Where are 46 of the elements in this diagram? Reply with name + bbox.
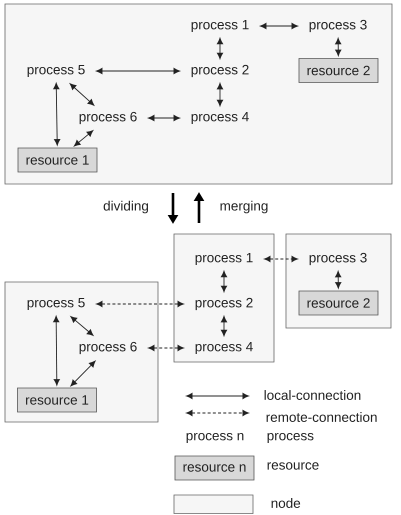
process-label: process 2	[196, 298, 253, 310]
arrow	[74, 130, 94, 146]
arrow	[70, 360, 96, 386]
arrow	[335, 38, 342, 56]
process-label: process 5	[28, 298, 85, 310]
container-box	[4, 4, 392, 184]
resource-box: resource 1	[17, 388, 97, 412]
arrow	[216, 38, 224, 60]
arrow	[96, 300, 184, 308]
arrow-label: merging	[220, 200, 268, 214]
arrow	[148, 114, 180, 122]
arrow	[220, 270, 228, 292]
process-label: process 3	[310, 252, 367, 266]
arrow	[264, 256, 298, 262]
process-label: process 4	[192, 112, 249, 124]
arrow	[335, 270, 342, 289]
process-label: process 1	[192, 20, 249, 32]
resource-box: resource 2	[298, 290, 378, 316]
arrow	[220, 316, 228, 336]
arrow	[70, 83, 94, 106]
legend-label: local-connection	[264, 390, 360, 400]
resource-box: resource 2	[298, 58, 378, 83]
legend-label: process	[268, 432, 314, 444]
process-label: process 3	[310, 20, 367, 32]
process-label: process 6	[80, 112, 137, 124]
arrow	[53, 82, 60, 146]
legend-label: resource	[268, 462, 319, 470]
arrow	[148, 344, 184, 352]
legend-label: node	[272, 498, 300, 508]
process-label: process 1	[196, 252, 253, 266]
process-label: process 2	[192, 64, 249, 78]
legend-sample-text: process n	[186, 432, 244, 444]
process-label: process 6	[80, 342, 137, 354]
legend-sample-box: resource n	[174, 456, 254, 480]
arrow	[260, 22, 298, 30]
container-box	[174, 234, 274, 362]
arrow	[70, 316, 94, 336]
process-label: process 4	[196, 342, 253, 354]
resource-box: resource 1	[18, 148, 98, 172]
arrow	[96, 68, 180, 74]
arrow	[216, 82, 224, 106]
arrow	[53, 316, 60, 386]
container-box	[4, 282, 158, 422]
legend-label: remote-connection	[266, 412, 377, 422]
process-label: process 5	[28, 64, 85, 78]
arrow-label: dividing	[104, 200, 148, 214]
